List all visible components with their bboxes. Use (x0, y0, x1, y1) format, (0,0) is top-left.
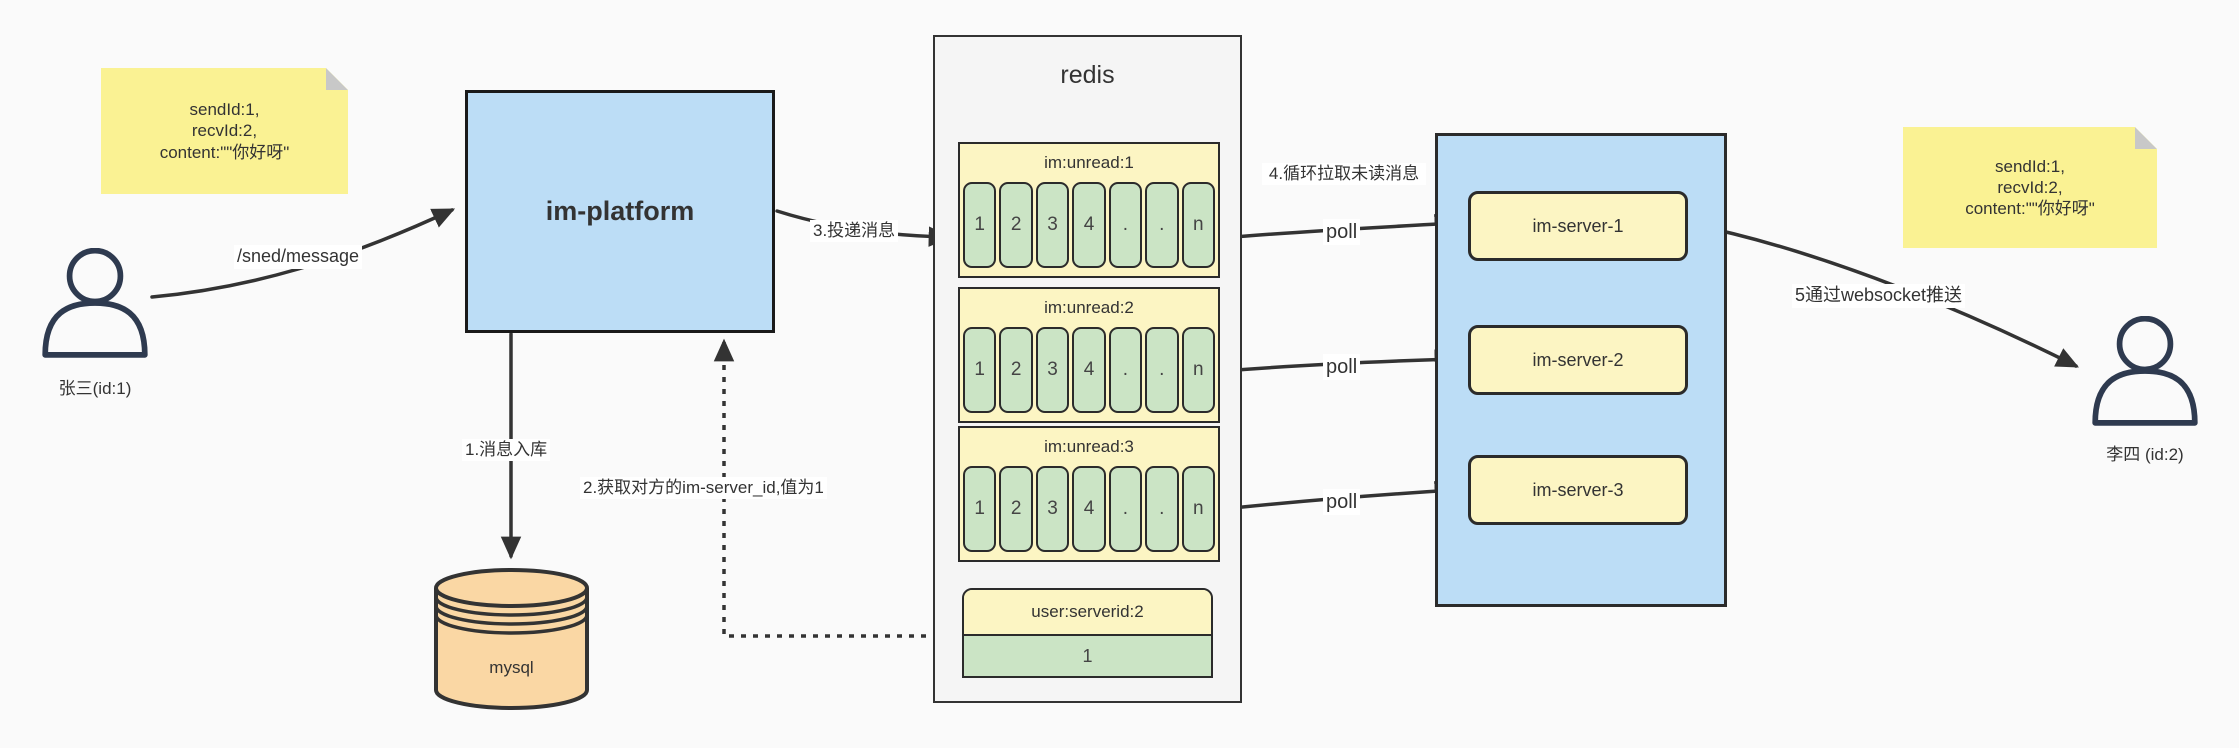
note-line: sendId:1, (189, 100, 260, 120)
queue-im-unread-3: im:unread:3 1 2 3 4 . . n (958, 426, 1220, 562)
receiver-label: 李四 (id:2) (2106, 445, 2184, 464)
kv-value: 1 (1082, 646, 1093, 666)
im-server-1-label: im-server-1 (1532, 215, 1624, 236)
note-line: content:""你好呀" (1965, 199, 2095, 219)
queue-cell: . (1145, 327, 1179, 413)
queue-im-unread-1: im:unread:1 1 2 3 4 . . n (958, 142, 1220, 278)
queue-cell: . (1108, 466, 1143, 552)
queue-cell: . (1108, 327, 1143, 413)
database-cylinder-icon (434, 568, 589, 710)
queue-cells: 1 2 3 4 . . n (960, 466, 1218, 552)
kv-user-serverid: user:serverid:2 1 (962, 588, 1213, 678)
queue-cell: 1 (963, 466, 997, 552)
queue-cell: 1 (963, 182, 997, 268)
deliver-message-label: 3.投递消息 (810, 220, 899, 243)
queue-cells: 1 2 3 4 . . n (960, 182, 1218, 268)
store-message-label: 1.消息入库 (462, 439, 551, 462)
mysql-label: mysql (489, 658, 534, 677)
note-fold-icon (326, 68, 348, 90)
queue-header: im:unread:3 (1044, 437, 1134, 456)
websocket-push-label: 5通过websocket推送 (1792, 284, 1966, 308)
note-line: content:""你好呀" (159, 142, 290, 162)
person-sender-icon (42, 248, 148, 358)
note-line: sendId:1, (1995, 156, 2065, 176)
queue-cell: 4 (1072, 327, 1106, 413)
im-platform-node: im-platform (465, 90, 775, 333)
note-left: sendId:1, recvId:2, content:""你好呀" (101, 68, 348, 194)
note-line: recvId:2, (191, 121, 258, 141)
im-platform-label: im-platform (545, 196, 695, 226)
queue-cell: . (1108, 182, 1143, 268)
queue-cells: 1 2 3 4 . . n (960, 327, 1218, 413)
im-server-3-node: im-server-3 (1468, 455, 1688, 525)
im-server-1-node: im-server-1 (1468, 191, 1688, 261)
queue-cell: n (1181, 327, 1215, 413)
queue-cell: 4 (1072, 182, 1106, 268)
im-server-3-label: im-server-3 (1532, 479, 1624, 500)
queue-cell: 3 (1035, 182, 1070, 268)
im-server-cluster: im-server-1 im-server-2 im-server-3 (1435, 133, 1727, 607)
note-fold-icon (2135, 127, 2157, 149)
queue-cell: n (1181, 466, 1215, 552)
queue-cell: 3 (1035, 466, 1070, 552)
sender-label: 张三(id:1) (58, 379, 132, 398)
queue-header: im:unread:1 (1044, 153, 1134, 172)
queue-cell: 1 (963, 327, 997, 413)
queue-im-unread-2: im:unread:2 1 2 3 4 . . n (958, 287, 1220, 423)
queue-cell: 3 (1035, 327, 1070, 413)
note-right: sendId:1, recvId:2, content:""你好呀" (1903, 127, 2157, 248)
person-receiver-icon (2092, 316, 2198, 426)
queue-cell: n (1181, 182, 1215, 268)
im-server-2-node: im-server-2 (1468, 325, 1688, 395)
queue-cell: 2 (999, 182, 1033, 268)
send-message-label: /sned/message (234, 245, 363, 269)
redis-title: redis (1060, 61, 1115, 89)
queue-cell: . (1145, 466, 1179, 552)
queue-cell: 2 (999, 327, 1033, 413)
kv-header: user:serverid:2 (964, 590, 1211, 636)
im-server-2-label: im-server-2 (1532, 349, 1624, 370)
queue-cell: 4 (1072, 466, 1106, 552)
mysql-node: mysql (433, 566, 590, 713)
get-server-id-label: 2.获取对方的im-server_id,值为1 (580, 477, 827, 500)
note-line: recvId:2, (1997, 177, 2063, 197)
poll-label-3: poll (1323, 489, 1361, 515)
poll-label-1: poll (1323, 219, 1361, 245)
poll-label-2: poll (1323, 354, 1361, 380)
queue-cell: 2 (999, 466, 1033, 552)
queue-cell: . (1145, 182, 1179, 268)
pull-unread-label: 4.循环拉取未读消息 (1262, 163, 1426, 186)
queue-header: im:unread:2 (1044, 298, 1134, 317)
